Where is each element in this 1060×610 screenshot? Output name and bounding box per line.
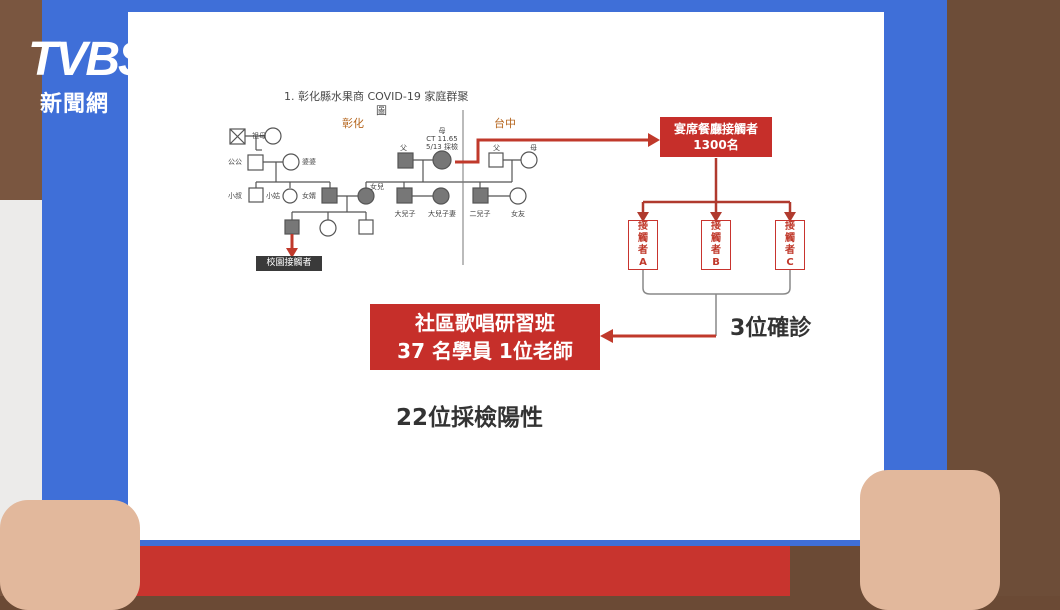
tc-father-symbol: [488, 152, 504, 168]
second-son-symbol: [472, 187, 489, 204]
region-taichung: 台中: [494, 117, 516, 130]
presenter-red-shirt: [130, 540, 790, 596]
tvbs-logo: TVBS 新聞網: [28, 18, 218, 118]
label-mother: 母: [438, 127, 446, 135]
grandchild-3-symbol: [358, 219, 374, 235]
label-gonggong: 公公: [228, 158, 242, 166]
label-nver: 女兒: [370, 183, 384, 191]
label-eldest-son: 大兒子: [394, 210, 416, 218]
contact-b-label: 接觸者B: [711, 221, 721, 268]
pedigree-diagram: [229, 110, 796, 343]
singing-class-box: 社區歌唱研習班 37 名學員 1位老師: [370, 304, 600, 370]
arrow-to-singing-class: [600, 329, 613, 343]
label-xiaogu: 小姑: [266, 192, 280, 200]
contact-c-box: 接觸者C: [775, 220, 805, 270]
gonggong-symbol: [247, 154, 264, 171]
grandchild-2-symbol: [319, 219, 337, 237]
grandchild-1-symbol: [284, 219, 300, 235]
diagram-title-line2: 圖: [376, 104, 387, 117]
xiaogu-symbol: [282, 188, 298, 204]
mother-symbol: [432, 150, 452, 170]
diagram-paper: [128, 12, 884, 540]
label-mother-ct: CT 11.65: [426, 135, 458, 143]
label-father: 父: [400, 144, 407, 152]
label-tc-mother: 母: [530, 144, 537, 152]
region-changhua: 彰化: [342, 117, 364, 130]
label-zufu: 祖母: [252, 132, 266, 140]
contact-a-label: 接觸者A: [638, 221, 648, 268]
label-girlfriend: 女友: [511, 210, 525, 218]
label-popo: 婆婆: [302, 158, 316, 166]
father-symbol: [397, 152, 414, 169]
singing-class-count: 37 名學員 1位老師: [397, 339, 573, 363]
confirmed-count: 3位確診: [730, 316, 812, 341]
tc-mother-symbol: [520, 151, 538, 169]
girlfriend-symbol: [509, 187, 527, 205]
label-xiaoshu: 小叔: [228, 192, 242, 200]
label-mother-date: 5/13 採檢: [426, 143, 458, 151]
eldest-son-symbol: [396, 187, 413, 204]
diagram-title: 1. 彰化縣水果商 COVID-19 家庭群聚: [284, 90, 469, 103]
label-eldest-son-wife: 大兒子妻: [428, 210, 456, 218]
school-contact-label: 校園接觸者: [266, 258, 312, 268]
singing-class-label: 社區歌唱研習班: [415, 311, 555, 335]
label-second-son: 二兒子: [469, 210, 491, 218]
logo-dots-icon: [148, 26, 216, 104]
contact-b-box: 接觸者B: [701, 220, 731, 270]
arrow-to-school: [286, 248, 298, 258]
contact-c-label: 接觸者C: [785, 221, 795, 268]
left-hand: [0, 500, 140, 610]
banquet-count: 1300名: [693, 138, 739, 152]
xiaoshu-symbol: [248, 187, 264, 203]
contact-a-box: 接觸者A: [628, 220, 658, 270]
nvxu-symbol: [321, 187, 338, 204]
popo-symbol: [282, 153, 300, 171]
banquet-contact-box: 宴席餐廳接觸者 1300名: [660, 117, 772, 157]
label-tc-father: 父: [493, 144, 500, 152]
arrow-to-banquet: [648, 133, 660, 147]
eldest-son-wife-symbol: [432, 187, 450, 205]
label-nvxu: 女婿: [302, 192, 316, 200]
banquet-label: 宴席餐廳接觸者: [673, 122, 758, 136]
positive-count: 22位採檢陽性: [396, 405, 544, 431]
right-hand: [860, 470, 1000, 610]
logo-text: TVBS: [28, 33, 150, 86]
school-contact-box: 校園接觸者: [256, 256, 322, 271]
logo-subtext: 新聞網: [40, 92, 110, 117]
grandmother-symbol: [264, 127, 282, 145]
